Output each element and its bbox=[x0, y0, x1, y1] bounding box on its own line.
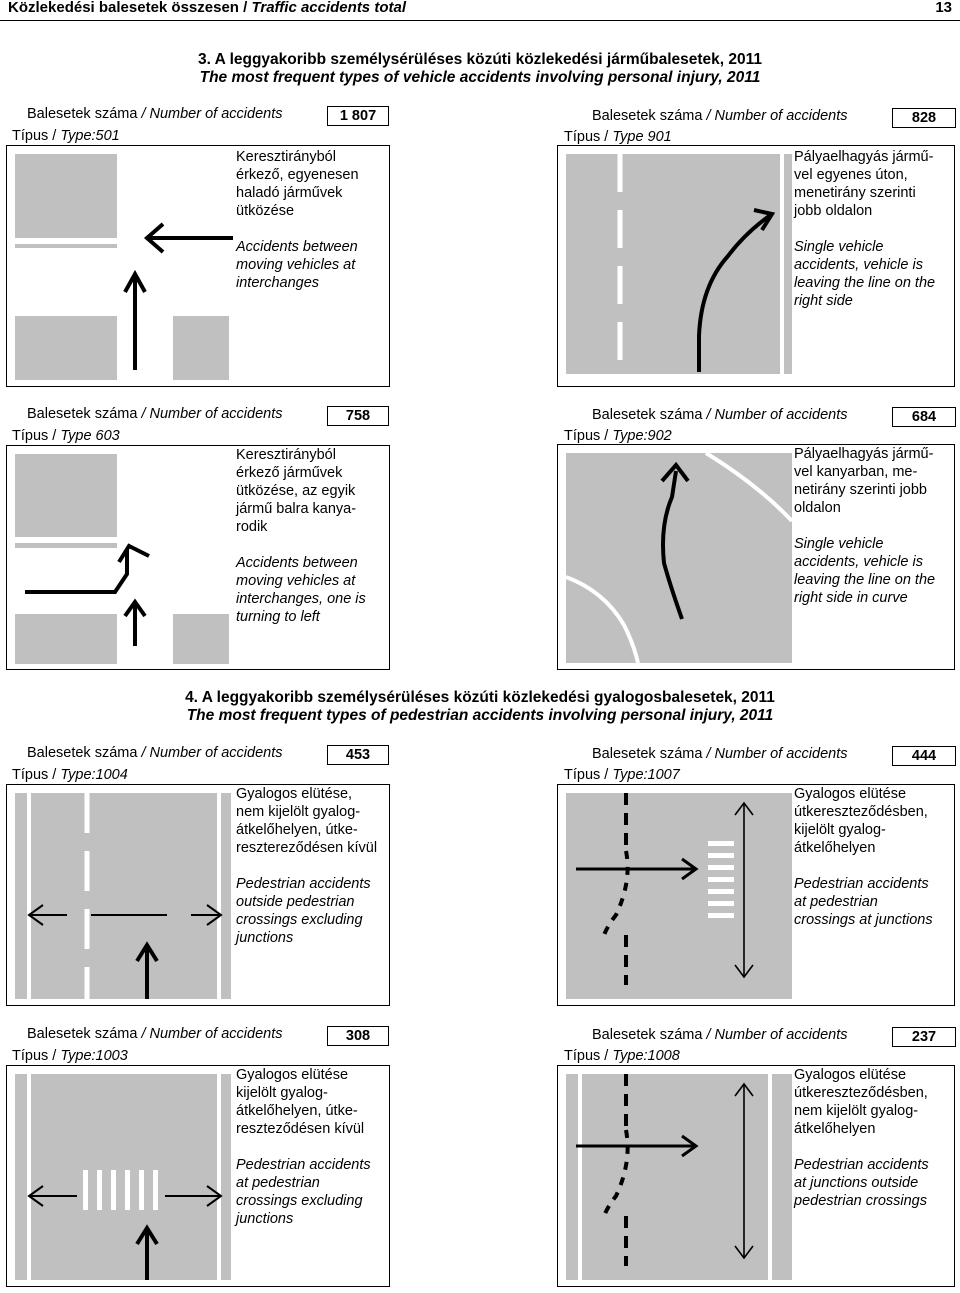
accident-panel-1007: Gyalogos elütése útkereszteződésben, kij… bbox=[557, 784, 955, 1006]
diagram-pedestrian-crossing-junction bbox=[566, 793, 792, 999]
accident-count: 758 bbox=[327, 406, 389, 426]
count-label: Balesetek száma / Number of accidents bbox=[27, 745, 283, 761]
road-edge bbox=[704, 451, 794, 523]
vehicle-path-arrow-icon bbox=[602, 1074, 630, 1266]
road-marking bbox=[15, 537, 229, 607]
accident-panel-501: Keresztirányból érkező, egyenesen haladó… bbox=[6, 145, 390, 387]
vehicle-arrow-icon bbox=[576, 857, 699, 881]
accident-description: Keresztirányból érkező járművek ütközése… bbox=[236, 447, 366, 625]
vehicle-arrow-icon bbox=[123, 269, 147, 370]
type-label: Típus / Type 603 bbox=[12, 428, 120, 444]
diagram-left-turn-collision bbox=[15, 454, 229, 664]
count-label: Balesetek száma / Number of accidents bbox=[27, 106, 283, 122]
pedestrian-arrow-icon bbox=[734, 1082, 754, 1260]
road-surface bbox=[566, 453, 792, 663]
road-block bbox=[173, 316, 229, 380]
road-edge bbox=[578, 1074, 772, 1280]
diagram-pedestrian-crossing bbox=[15, 1074, 231, 1280]
road-block bbox=[173, 614, 229, 664]
section-4-title: 4. A leggyakoribb személysérüléses közút… bbox=[0, 689, 960, 725]
road-block bbox=[15, 614, 117, 664]
header-title: Közlekedési balesetek összesen / Traffic… bbox=[8, 0, 406, 16]
road-surface bbox=[15, 1074, 231, 1280]
vehicle-arrow-icon bbox=[135, 1224, 159, 1280]
diagram-leaving-road-curve bbox=[565, 451, 794, 664]
diagram-crossing-vehicles bbox=[15, 154, 233, 380]
road-surface bbox=[566, 1074, 792, 1280]
accident-count: 453 bbox=[327, 745, 389, 765]
turning-vehicle-arrow-icon bbox=[25, 543, 150, 594]
type-label: Típus / Type:1007 bbox=[564, 767, 680, 783]
section-3-title-en: The most frequent types of vehicle accid… bbox=[199, 69, 761, 86]
vehicle-path-arrow-icon bbox=[697, 208, 776, 372]
type-label: Típus / Type 901 bbox=[564, 129, 672, 145]
accident-panel-901: Pályaelhagyás jármű- vel egyenes úton, m… bbox=[557, 145, 955, 387]
section-4-title-hu: 4. A leggyakoribb személysérüléses közút… bbox=[185, 689, 775, 706]
road-surface bbox=[566, 154, 792, 374]
accident-description: Gyalogos elütése kijelölt gyalog- átkelő… bbox=[236, 1067, 371, 1227]
section-3-title-hu: 3. A leggyakoribb személysérüléses közút… bbox=[197, 51, 763, 68]
section-4-title-en: The most frequent types of pedestrian ac… bbox=[186, 707, 774, 724]
diagram-pedestrian-junction-no-crossing bbox=[566, 1074, 792, 1280]
zebra-crossing bbox=[83, 1170, 158, 1210]
count-label: Balesetek száma / Number of accidents bbox=[592, 746, 848, 762]
accident-description: Pályaelhagyás jármű- vel kanyarban, me- … bbox=[794, 446, 936, 606]
diagram-pedestrian-no-crossing bbox=[15, 793, 231, 999]
accident-count: 444 bbox=[892, 746, 956, 766]
accident-panel-1008: Gyalogos elütése útkereszteződésben, nem… bbox=[557, 1065, 955, 1287]
diagram-leaving-road-straight bbox=[566, 154, 792, 374]
pedestrian-arrow-icon bbox=[27, 904, 223, 926]
accident-count: 308 bbox=[327, 1026, 389, 1046]
accident-panel-1003: Gyalogos elütése kijelölt gyalog- átkelő… bbox=[6, 1065, 390, 1287]
vehicle-arrow-icon bbox=[123, 598, 147, 646]
road-marking bbox=[122, 456, 170, 664]
road-surface bbox=[15, 793, 231, 999]
type-label: Típus / Type:1003 bbox=[12, 1048, 128, 1064]
road-surface bbox=[566, 793, 792, 999]
type-label: Típus / Type:1008 bbox=[564, 1048, 680, 1064]
vehicle-arrow-icon bbox=[135, 941, 159, 999]
accident-count: 237 bbox=[892, 1027, 956, 1047]
count-label: Balesetek száma / Number of accidents bbox=[27, 1026, 283, 1042]
accident-count: 828 bbox=[892, 108, 956, 128]
accident-description: Gyalogos elütése, nem kijelölt gyalog- á… bbox=[236, 786, 378, 946]
road-edge bbox=[27, 793, 221, 999]
vehicle-arrow-icon bbox=[576, 1134, 699, 1158]
count-label: Balesetek száma / Number of accidents bbox=[592, 1027, 848, 1043]
road-edge bbox=[565, 575, 640, 664]
pedestrian-arrow-icon bbox=[734, 801, 754, 979]
count-label: Balesetek száma / Number of accidents bbox=[592, 108, 848, 124]
road-marking bbox=[122, 156, 170, 380]
road-block bbox=[15, 154, 117, 248]
accident-description: Gyalogos elütése útkereszteződésben, nem… bbox=[794, 1067, 929, 1209]
type-label: Típus / Type:1004 bbox=[12, 767, 128, 783]
zebra-crossing bbox=[708, 841, 734, 918]
vehicle-path-arrow-icon bbox=[660, 461, 690, 620]
page-number: 13 bbox=[935, 0, 952, 16]
road-block bbox=[15, 454, 117, 548]
accident-panel-1004: Gyalogos elütése, nem kijelölt gyalog- á… bbox=[6, 784, 390, 1006]
page-header: Közlekedési balesetek összesen / Traffic… bbox=[0, 0, 960, 21]
accident-description: Gyalogos elütése útkereszteződésben, kij… bbox=[794, 786, 933, 928]
road-block bbox=[15, 316, 117, 380]
accident-description: Pályaelhagyás jármű- vel egyenes úton, m… bbox=[794, 149, 936, 309]
vehicle-arrow-icon bbox=[143, 222, 233, 254]
accident-panel-902: Pályaelhagyás jármű- vel kanyarban, me- … bbox=[557, 444, 955, 670]
type-label: Típus / Type:501 bbox=[12, 128, 120, 144]
section-3-title: 3. A leggyakoribb személysérüléses közút… bbox=[0, 51, 960, 87]
count-label: Balesetek száma / Number of accidents bbox=[27, 406, 283, 422]
road-marking bbox=[15, 238, 229, 309]
accident-panel-603: Keresztirányból érkező járművek ütközése… bbox=[6, 445, 390, 670]
accident-count: 684 bbox=[892, 407, 956, 427]
pedestrian-arrow-icon bbox=[27, 1185, 223, 1207]
count-label: Balesetek száma / Number of accidents bbox=[592, 407, 848, 423]
road-edge bbox=[27, 1074, 221, 1280]
type-label: Típus / Type:902 bbox=[564, 428, 672, 444]
accident-count: 1 807 bbox=[327, 106, 389, 126]
accident-description: Keresztirányból érkező, egyenesen haladó… bbox=[236, 149, 359, 291]
